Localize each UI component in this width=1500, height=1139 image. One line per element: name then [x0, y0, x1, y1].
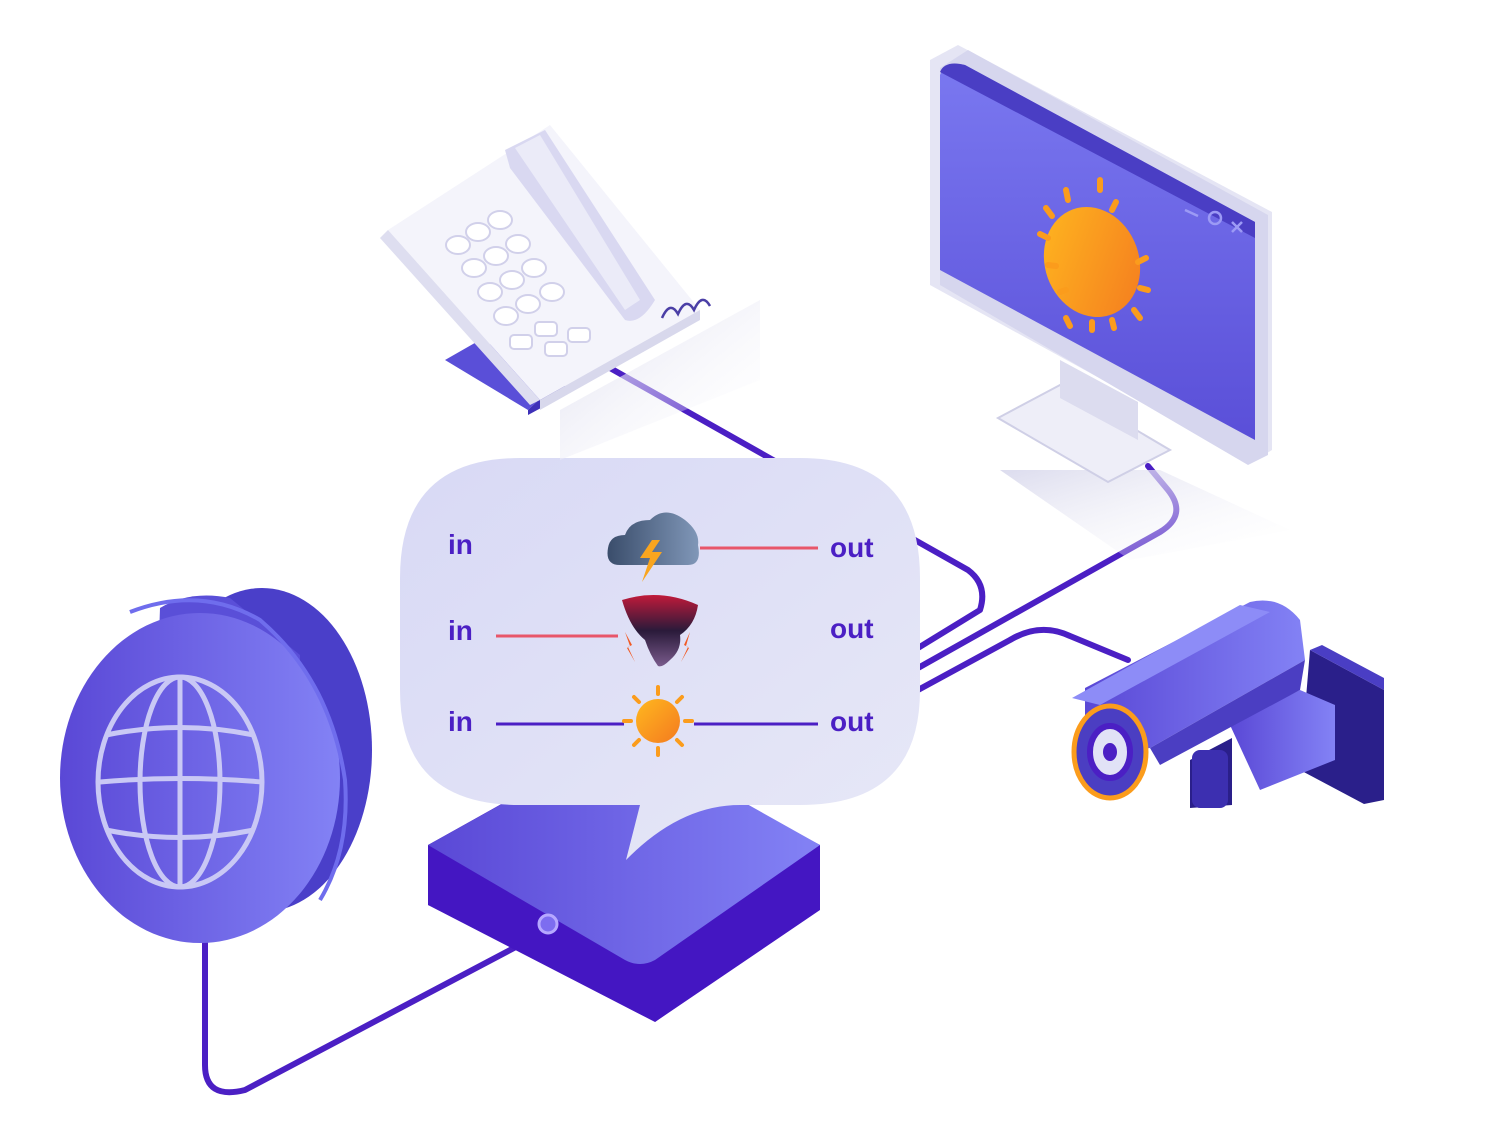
monitor-titlebar	[940, 63, 1255, 238]
camera-arm	[1230, 690, 1335, 790]
row-2-out-label: out	[830, 613, 874, 644]
cable-globe-router	[202, 927, 551, 1096]
maximize-icon	[1207, 210, 1223, 226]
row-3-out-label: out	[830, 706, 874, 737]
monitor-sun-icon	[1037, 177, 1151, 333]
close-icon	[1231, 221, 1243, 233]
camera-body	[1085, 600, 1305, 750]
cable-camera-hub	[915, 626, 1131, 693]
window-controls	[1184, 208, 1243, 233]
telephone	[380, 125, 760, 460]
monitor	[930, 45, 1290, 560]
row-1-in-label: in	[448, 529, 473, 560]
row-labels: in out in out in out	[448, 529, 874, 737]
row-3-in-label: in	[448, 706, 473, 737]
row-2-in-label: in	[448, 615, 473, 646]
router-port-icon	[537, 913, 559, 935]
telephone-keypad	[445, 210, 591, 357]
globe-device	[60, 588, 372, 943]
security-camera	[1071, 600, 1384, 808]
globe-icon	[95, 674, 265, 890]
cable-phone-hub	[607, 365, 986, 651]
row-lines	[496, 546, 818, 726]
storm-cloud-icon	[607, 512, 699, 582]
telephone-cord	[660, 298, 712, 319]
tornado-icon	[622, 595, 698, 667]
sun-icon	[622, 685, 694, 757]
row-1-out-label: out	[830, 532, 874, 563]
